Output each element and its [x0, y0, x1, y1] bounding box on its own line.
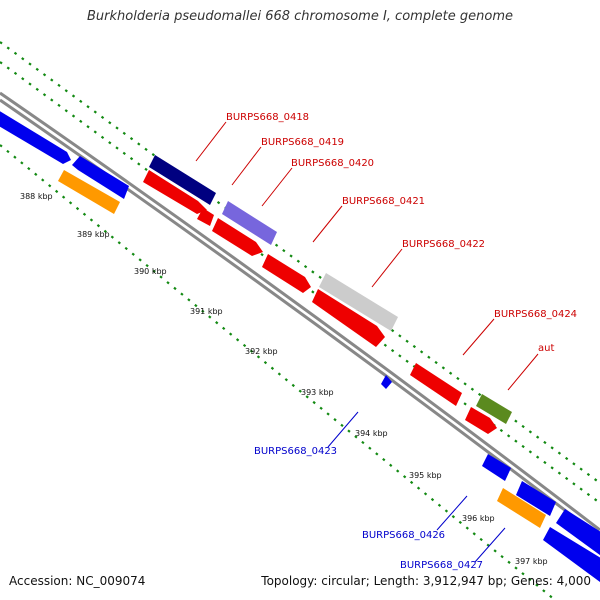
label-leaders [195, 121, 539, 563]
gene-BURPS668_0423[interactable] [381, 375, 392, 389]
map-title: Burkholderia pseudomallei 668 chromosome… [86, 9, 514, 24]
topology-value: circular [321, 574, 366, 588]
tick-label: 396 kbp [462, 514, 495, 523]
accession-label: Accession: [9, 574, 73, 588]
tick-label: 393 kbp [301, 388, 334, 397]
leader-line [195, 121, 227, 162]
length-value: 3,912,947 bp [422, 574, 503, 588]
gene-label[interactable]: BURPS668_0421 [342, 196, 425, 207]
gene-label[interactable]: BURPS668_0422 [402, 239, 485, 250]
gene-label[interactable]: aut [538, 343, 554, 354]
gene-BURPS668_0421[interactable] [262, 254, 311, 293]
leader-line [436, 495, 468, 531]
gene-label[interactable]: BURPS668_0419 [261, 137, 344, 148]
gene-red[interactable] [143, 170, 207, 214]
gene-reverse-blue[interactable] [0, 110, 71, 164]
gene-label[interactable]: BURPS668_0427 [400, 560, 483, 571]
gene-BURPS668_0422[interactable] [319, 273, 398, 331]
gene-BURPS668_0426[interactable] [516, 481, 556, 516]
gene-aut[interactable] [476, 394, 512, 424]
leader-line [231, 146, 262, 186]
leader-line [507, 353, 539, 391]
leader-line [261, 167, 293, 207]
length-label: Length: [373, 574, 420, 588]
accession-info: Accession: NC_009074 [9, 574, 145, 588]
leader-line [327, 411, 359, 448]
gene-BURPS668_0418[interactable] [149, 155, 216, 205]
tick-label: 389 kbp [77, 230, 110, 239]
tick-label: 395 kbp [409, 471, 442, 480]
tick-label: 394 kbp [355, 429, 388, 438]
genes-value: 4,000 [556, 574, 591, 588]
gene-red[interactable] [465, 407, 497, 434]
gene-BURPS668_0419[interactable] [222, 201, 277, 245]
gene-orange[interactable] [58, 170, 120, 214]
leader-line [462, 318, 495, 356]
tick-label: 392 kbp [245, 347, 278, 356]
outer-dot-track-upper [0, 41, 600, 484]
leader-line [371, 248, 403, 288]
accession-value: NC_009074 [76, 574, 146, 588]
leader-line [474, 527, 506, 563]
tick-label: 390 kbp [134, 267, 167, 276]
gene-BURPS668_0427[interactable] [497, 488, 546, 528]
leader-line [312, 205, 343, 243]
gene-BURPS668_0420[interactable] [212, 218, 263, 256]
tick-label: 397 kbp [515, 557, 548, 566]
tick-labels: 388 kbp 389 kbp 390 kbp 391 kbp 392 kbp … [20, 192, 548, 566]
gene-reverse-blue[interactable] [556, 509, 600, 558]
genome-stats: Topology: circular; Length: 3,912,947 bp… [261, 574, 591, 588]
tick-label: 388 kbp [20, 192, 53, 201]
gene-label[interactable]: BURPS668_0423 [254, 446, 337, 457]
backbone-outer-line [0, 91, 600, 532]
gene-reverse-blue[interactable] [543, 527, 600, 585]
gene-reverse-blue[interactable] [482, 454, 511, 481]
gene-label[interactable]: BURPS668_0424 [494, 309, 577, 320]
dotted-tracks [0, 41, 600, 600]
gene-red[interactable] [312, 289, 385, 347]
topology-label: Topology: [261, 574, 318, 588]
gene-reverse-blue[interactable] [72, 156, 129, 199]
gene-BURPS668_0424[interactable] [410, 363, 462, 406]
genes [0, 110, 600, 585]
genes-label: Genes: [510, 574, 553, 588]
inner-dot-track [0, 144, 556, 600]
gene-labels: BURPS668_0418 BURPS668_0419 BURPS668_042… [226, 112, 577, 571]
gene-label[interactable]: BURPS668_0420 [291, 158, 374, 169]
gene-label[interactable]: BURPS668_0418 [226, 112, 309, 123]
gene-label[interactable]: BURPS668_0426 [362, 530, 445, 541]
gene-red[interactable] [197, 208, 214, 226]
tick-label: 391 kbp [190, 307, 223, 316]
